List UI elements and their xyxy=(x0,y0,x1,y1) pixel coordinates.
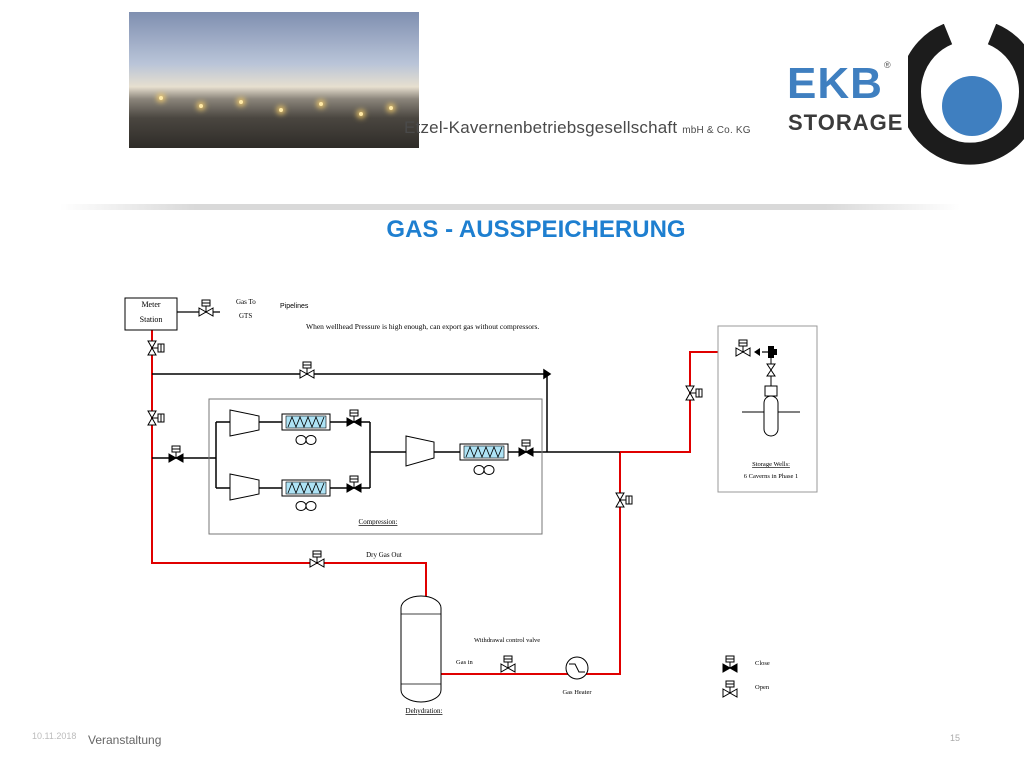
cooler-2-outlet-valve[interactable] xyxy=(346,475,362,493)
svg-text:6 Caverns in Phase 1: 6 Caverns in Phase 1 xyxy=(744,473,799,480)
bypass-line-valve[interactable] xyxy=(299,361,315,379)
cooler-2 xyxy=(281,479,331,511)
dehydration-vessel: Dehydration: xyxy=(400,595,443,715)
cooler-3 xyxy=(459,443,509,475)
svg-text:Pipelines: Pipelines xyxy=(280,303,309,310)
compressor-3 xyxy=(405,435,435,467)
legend: Close Open xyxy=(722,655,770,698)
legend-open-icon xyxy=(722,680,738,698)
svg-text:Close: Close xyxy=(755,660,770,667)
header-banner xyxy=(14,12,490,154)
svg-text:Dehydration:: Dehydration: xyxy=(406,707,443,715)
gts-export-valve[interactable] xyxy=(198,299,214,317)
footer-date: 10.11.2018 xyxy=(32,731,77,741)
gas-heater: Gas Heater xyxy=(562,656,592,696)
compressor-bypass-valve-left[interactable] xyxy=(147,410,165,426)
svg-text:Gas To: Gas To xyxy=(236,298,256,306)
logo-storage: STORAGE xyxy=(788,110,904,135)
svg-text:Withdrawal control valve: Withdrawal control valve xyxy=(474,637,540,644)
process-lines xyxy=(152,368,620,489)
svg-text:Station: Station xyxy=(140,315,163,324)
ekb-ring-logo xyxy=(908,24,1024,165)
cooler-3-outlet-valve[interactable] xyxy=(518,439,534,457)
withdrawal-control-valve[interactable] xyxy=(500,655,516,673)
storage-wells: Storage Wells: 6 Caverns in Phase 1 xyxy=(717,325,818,493)
page-number: 15 xyxy=(950,733,961,743)
compression-frame xyxy=(208,398,543,535)
svg-text:Gas Heater: Gas Heater xyxy=(562,689,592,696)
svg-text:When wellhead Pressure is high: When wellhead Pressure is high enough, c… xyxy=(306,322,539,331)
logo-registered-mark: ® xyxy=(884,60,891,70)
logo-ekb: EKB xyxy=(787,59,883,108)
svg-text:Storage Wells:: Storage Wells: xyxy=(752,461,790,468)
svg-text:Meter: Meter xyxy=(141,300,160,309)
svg-text:Gas in: Gas in xyxy=(456,659,474,666)
facility-photo xyxy=(129,12,419,148)
legend-close-icon xyxy=(722,655,738,673)
heater-return-valve[interactable] xyxy=(615,492,633,508)
meter-inlet-valve[interactable] xyxy=(147,340,165,356)
flow-lines-red xyxy=(151,330,762,675)
slide-title: GAS - AUSSPEICHERUNG xyxy=(386,216,686,243)
dry-gas-out-valve[interactable] xyxy=(309,550,325,568)
company-name: Etzel-Kavernenbetriebsgesellschaft mbH &… xyxy=(404,118,751,137)
svg-text:Dry Gas Out: Dry Gas Out xyxy=(366,551,402,559)
compressor-2 xyxy=(229,473,260,501)
meter-station: Meter Station xyxy=(124,297,178,331)
svg-text:Open: Open xyxy=(755,684,770,691)
cooler-1 xyxy=(281,413,331,445)
svg-text:Compression:: Compression: xyxy=(359,518,398,526)
compressor-1 xyxy=(229,409,260,437)
compression-inlet-valve[interactable] xyxy=(168,445,184,463)
header-divider xyxy=(60,204,960,210)
well-line-valve[interactable] xyxy=(685,385,703,401)
svg-text:GTS: GTS xyxy=(239,312,252,320)
footer-event: Veranstaltung xyxy=(88,733,162,747)
cooler-1-outlet-valve[interactable] xyxy=(346,409,362,427)
